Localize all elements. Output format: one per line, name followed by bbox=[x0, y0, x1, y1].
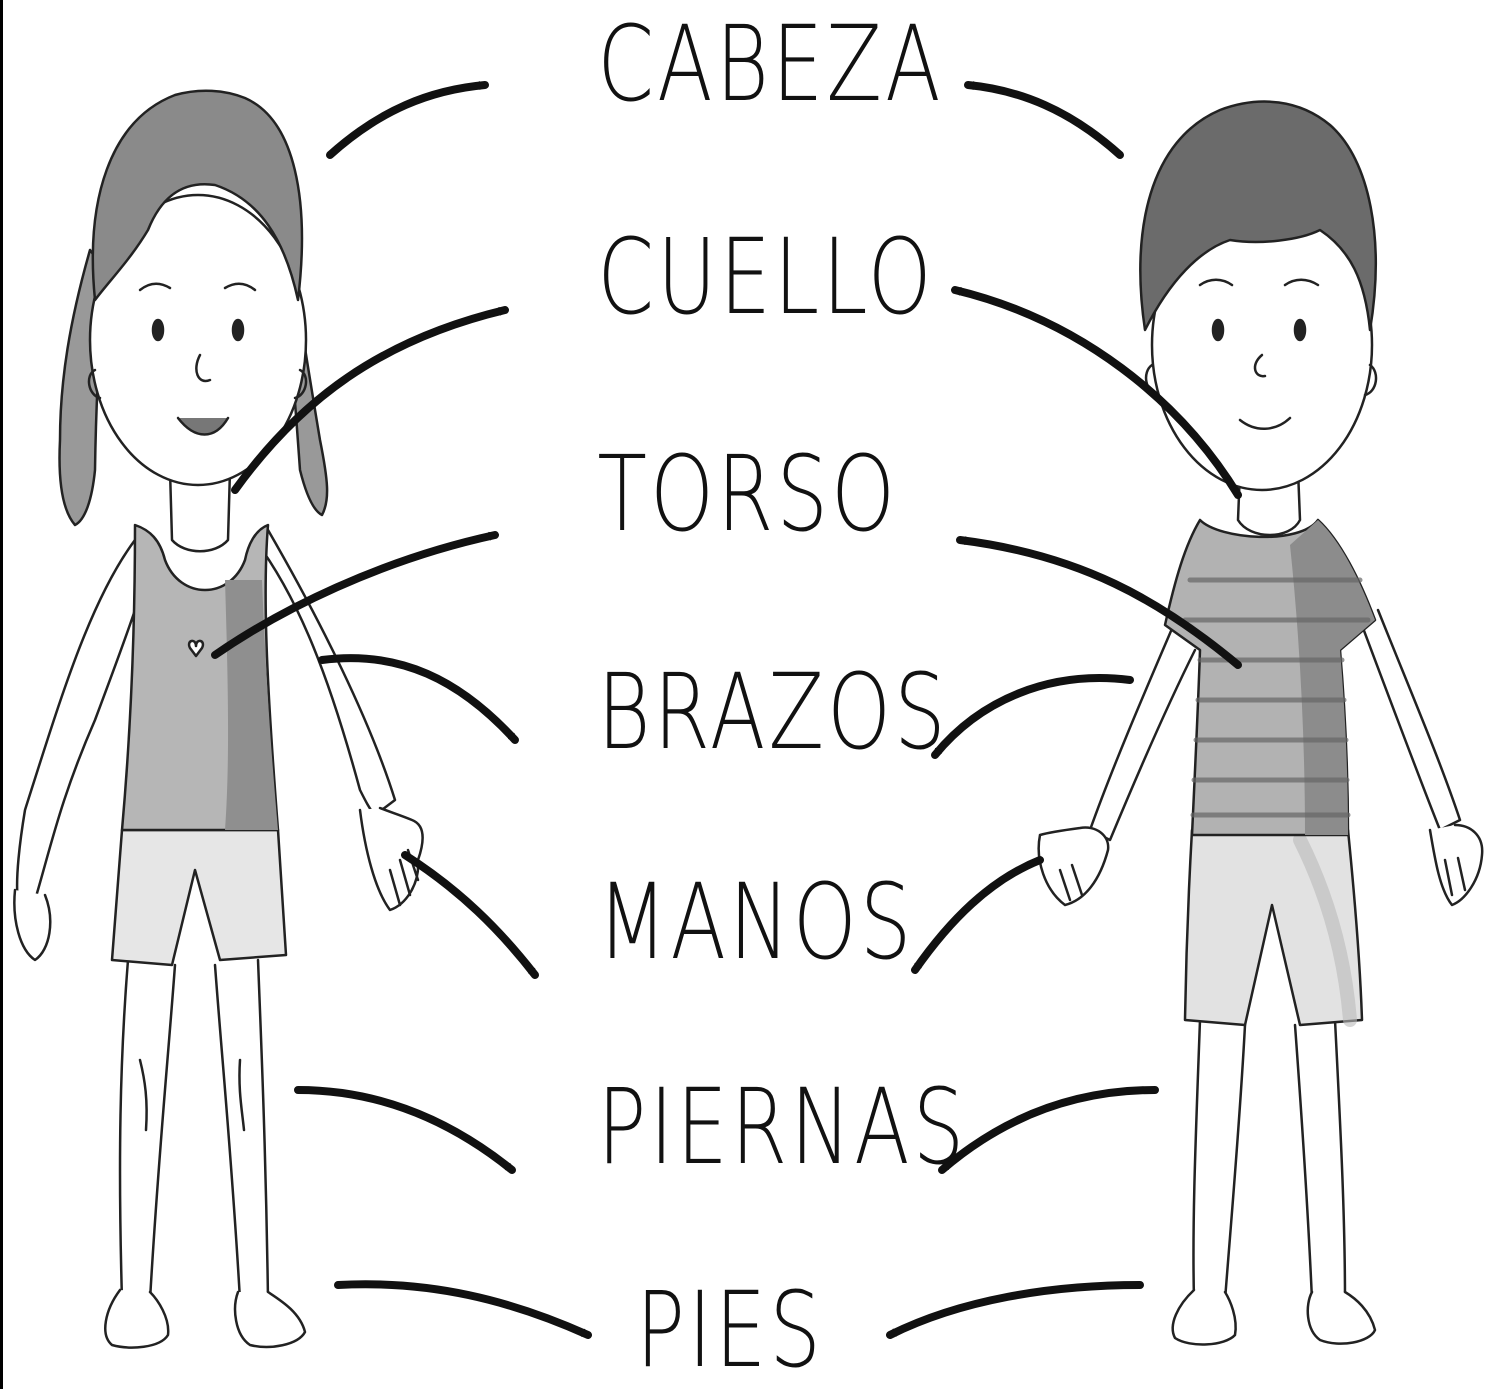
boy-face bbox=[1198, 278, 1320, 430]
arrow-boy-brazos bbox=[931, 674, 1134, 759]
arrow-boy-cabeza bbox=[964, 81, 1124, 159]
arrow-girl-manos bbox=[401, 851, 539, 979]
boy-legs bbox=[1192, 1018, 1347, 1302]
girl-figure bbox=[13, 89, 424, 1349]
boy-figure bbox=[1037, 100, 1484, 1346]
girl-legs bbox=[118, 958, 270, 1302]
arrow-girl-piernas bbox=[294, 1086, 516, 1174]
arrow-boy-pies bbox=[886, 1281, 1144, 1339]
boy-arms bbox=[1088, 608, 1462, 842]
girl-shorts bbox=[110, 828, 288, 967]
arrow-girl-brazos bbox=[318, 654, 519, 744]
boy-hair bbox=[1139, 100, 1377, 332]
girl-face bbox=[138, 282, 257, 436]
arrows bbox=[211, 81, 1242, 1339]
arrow-boy-piernas bbox=[938, 1086, 1159, 1174]
arrow-girl-torso bbox=[211, 531, 499, 659]
arrow-girl-pies bbox=[334, 1280, 592, 1339]
arrow-boy-manos bbox=[911, 856, 1044, 974]
arrow-girl-cuello bbox=[231, 306, 509, 494]
arrow-boy-torso bbox=[956, 536, 1242, 669]
arrow-boy-cuello bbox=[951, 286, 1242, 499]
label-manos: MANOS bbox=[597, 861, 915, 983]
boy-hands bbox=[1037, 823, 1484, 907]
label-cabeza: CABEZA bbox=[597, 3, 944, 125]
arrow-girl-cabeza bbox=[326, 81, 489, 159]
label-torso: TORSO bbox=[597, 433, 899, 555]
girl-head bbox=[88, 193, 308, 487]
girl-feet bbox=[104, 1288, 307, 1349]
boy-feet bbox=[1171, 1288, 1377, 1346]
girl-hands bbox=[13, 806, 424, 962]
label-piernas: PIERNAS bbox=[597, 1066, 968, 1188]
shirt-stripes bbox=[1182, 577, 1371, 818]
label-pies: PIES bbox=[635, 1269, 825, 1389]
left-border bbox=[0, 0, 3, 1389]
label-brazos: BRAZOS bbox=[597, 651, 949, 773]
label-cuello: CUELLO bbox=[597, 216, 935, 338]
girl-hair bbox=[91, 89, 304, 302]
heart-icon bbox=[187, 639, 205, 658]
